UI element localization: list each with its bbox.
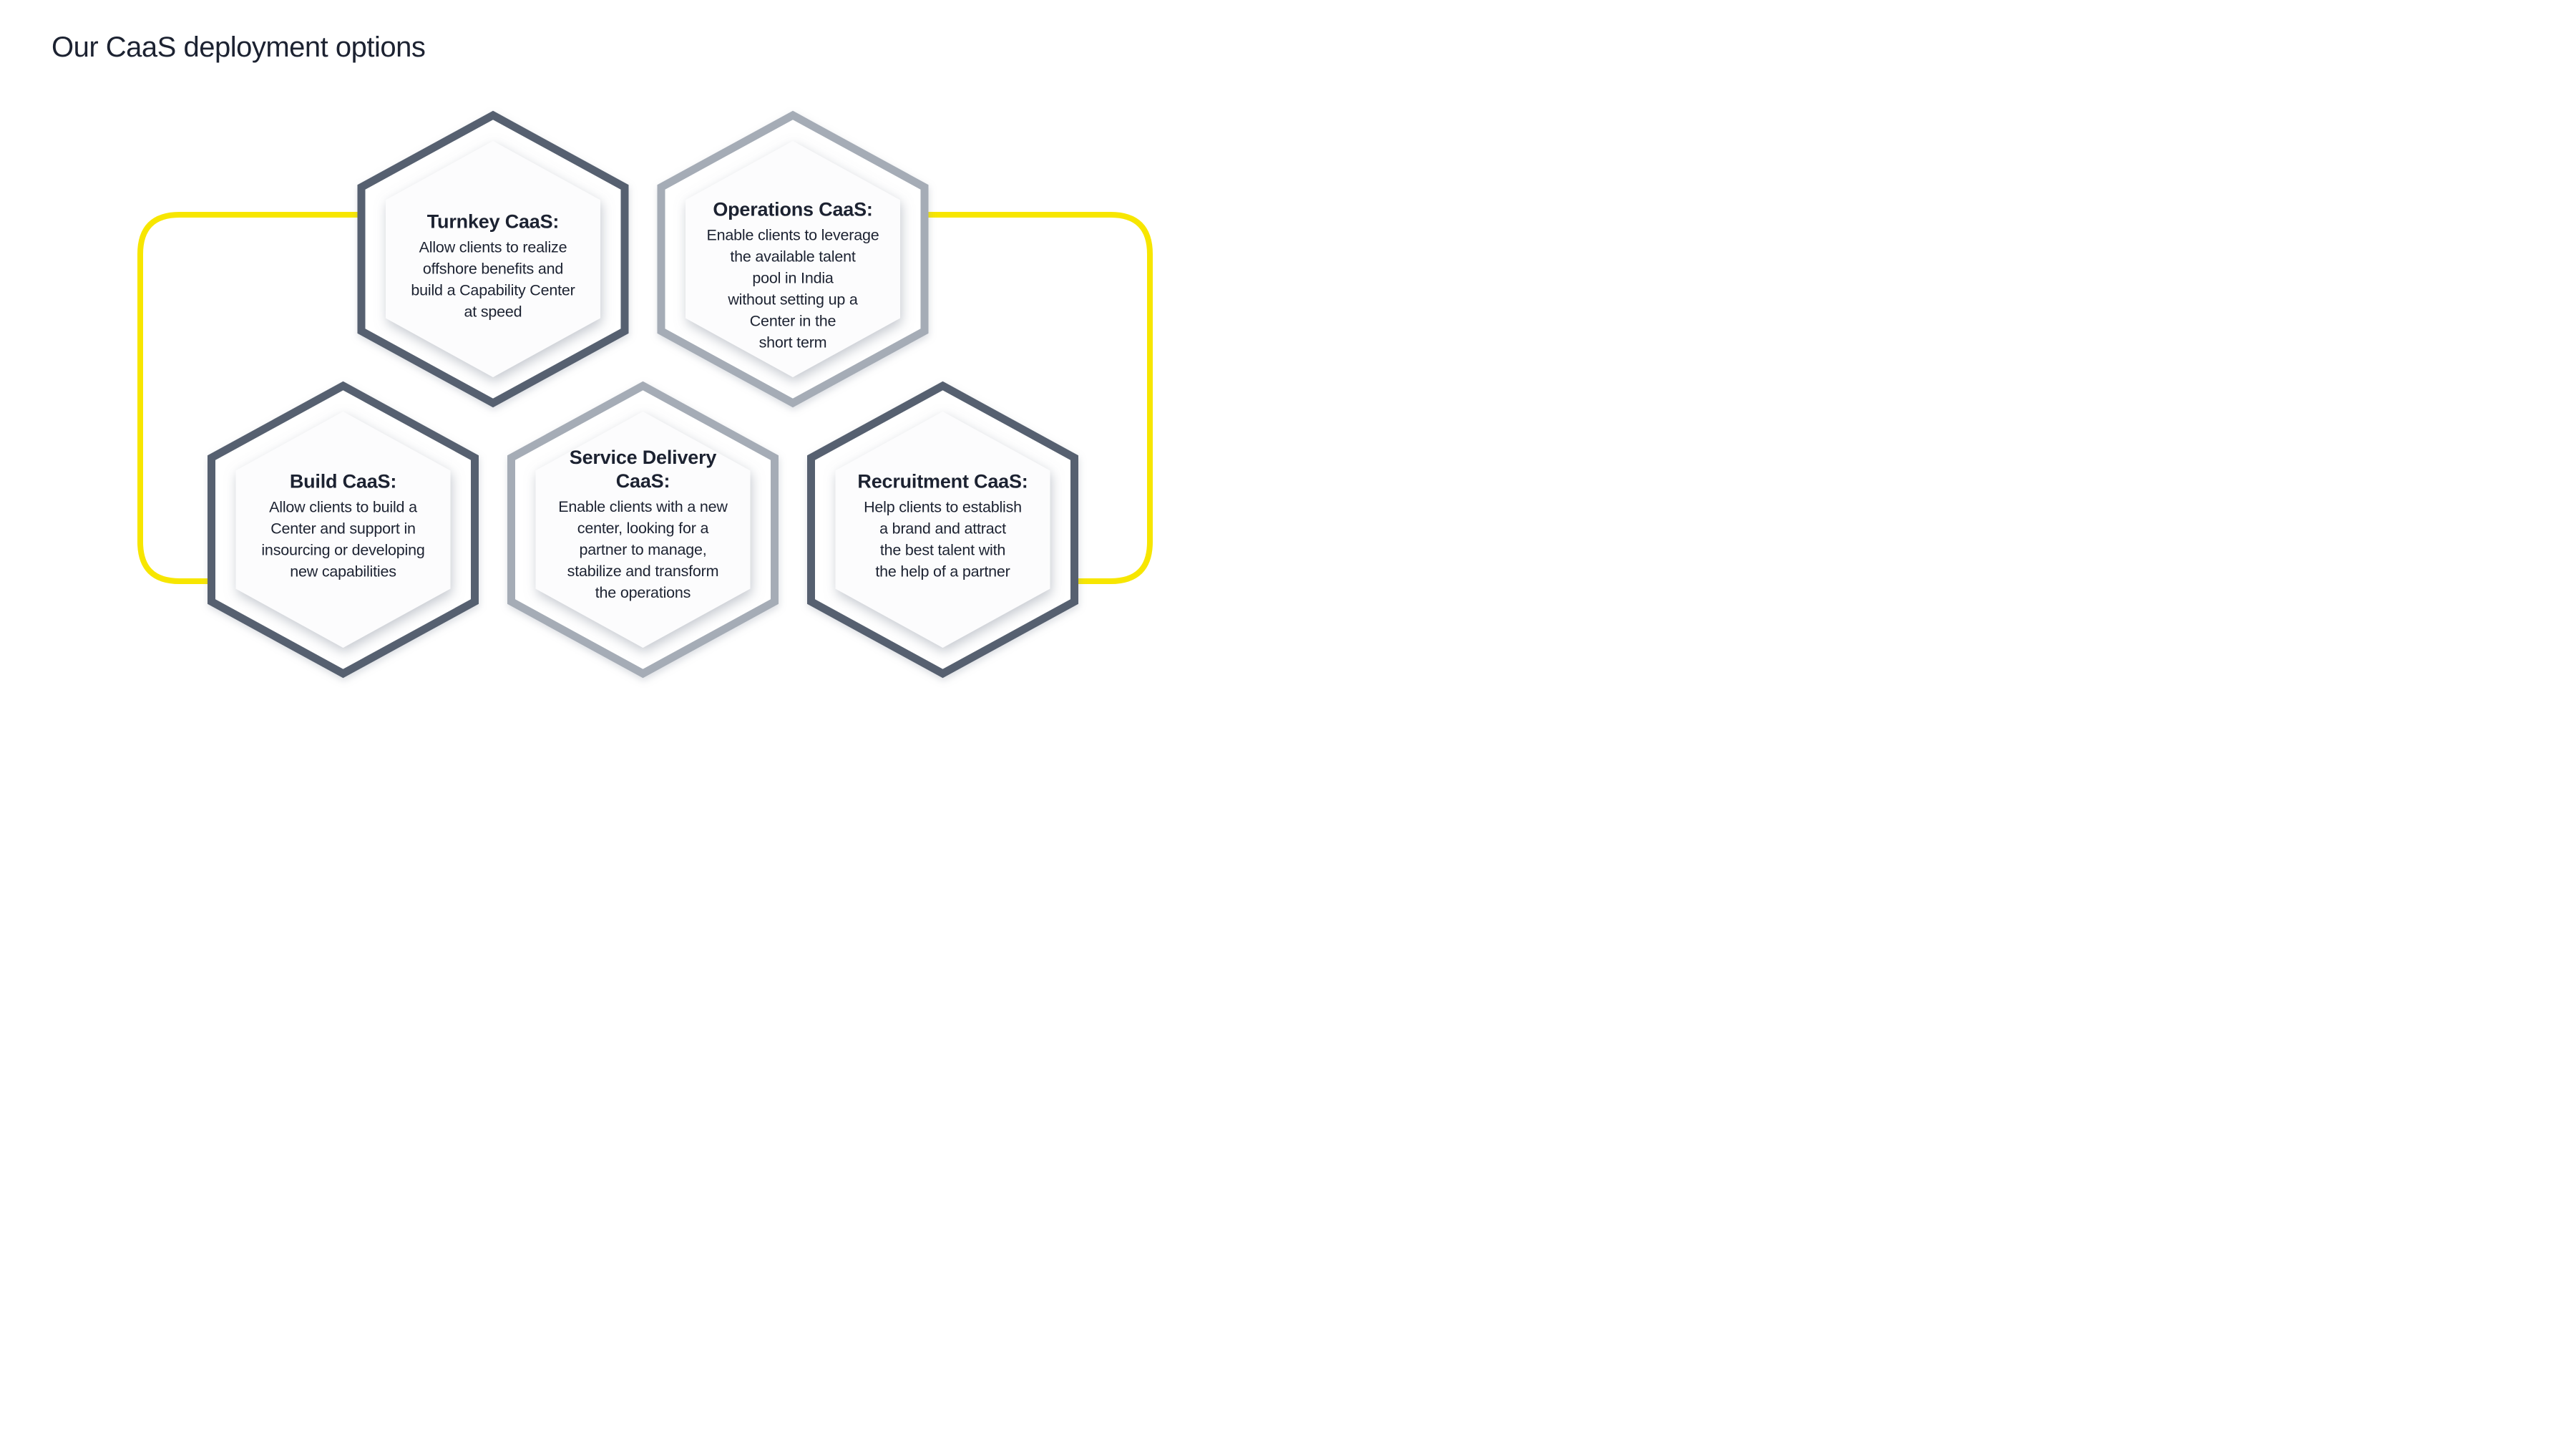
hexagon-service-delivery-inner-panel (535, 412, 751, 648)
hexagon-recruitment (807, 381, 1078, 679)
hexagon-build (208, 381, 479, 679)
hexagon-operations (657, 110, 929, 408)
hexagon-operations-text: Operations CaaS: Enable clients to lever… (671, 198, 914, 354)
hexagon-operations-inner-panel (686, 141, 900, 377)
hexagon-service-delivery-description: Enable clients with a new center, lookin… (558, 497, 728, 601)
hexagon-service-delivery-heading: Service Delivery CaaS: (569, 447, 717, 492)
yellow-connector-right (925, 212, 1153, 584)
slide: Our CaaS deployment options (0, 0, 1288, 722)
yellow-connector-left (137, 212, 361, 584)
hexagon-recruitment-text: Recruitment CaaS: Help clients to establ… (821, 470, 1065, 583)
hexagon-recruitment-inner-panel (835, 412, 1050, 648)
hexagon-build-text: Build CaaS: Allow clients to build a Cen… (222, 470, 465, 583)
hexagon-recruitment-heading: Recruitment CaaS: (857, 470, 1028, 492)
hexagon-recruitment-description: Help clients to establish a brand and at… (864, 498, 1022, 580)
hexagon-turnkey-inner-panel (386, 141, 600, 377)
hexagon-service-delivery (507, 381, 779, 679)
hexagon-turnkey-text: Turnkey CaaS: Allow clients to realize o… (371, 210, 615, 323)
hexagon-service-delivery-text: Service Delivery CaaS: Enable clients wi… (522, 446, 765, 603)
hexagon-diagram-canvas (137, 110, 1153, 679)
hexagon-operations-description: Enable clients to leverage the available… (706, 226, 879, 351)
hexagon-build-inner-panel (235, 412, 451, 648)
page-title: Our CaaS deployment options (52, 31, 426, 63)
hexagon-turnkey-heading: Turnkey CaaS: (426, 210, 560, 233)
hexagon-build-heading: Build CaaS: (289, 470, 397, 492)
hexagon-operations-heading: Operations CaaS: (713, 198, 873, 220)
hexagon-turnkey-description: Allow clients to realize offshore benefi… (411, 238, 575, 321)
hexagon-build-description: Allow clients to build a Center and supp… (261, 498, 425, 580)
hexagon-turnkey (357, 110, 629, 408)
